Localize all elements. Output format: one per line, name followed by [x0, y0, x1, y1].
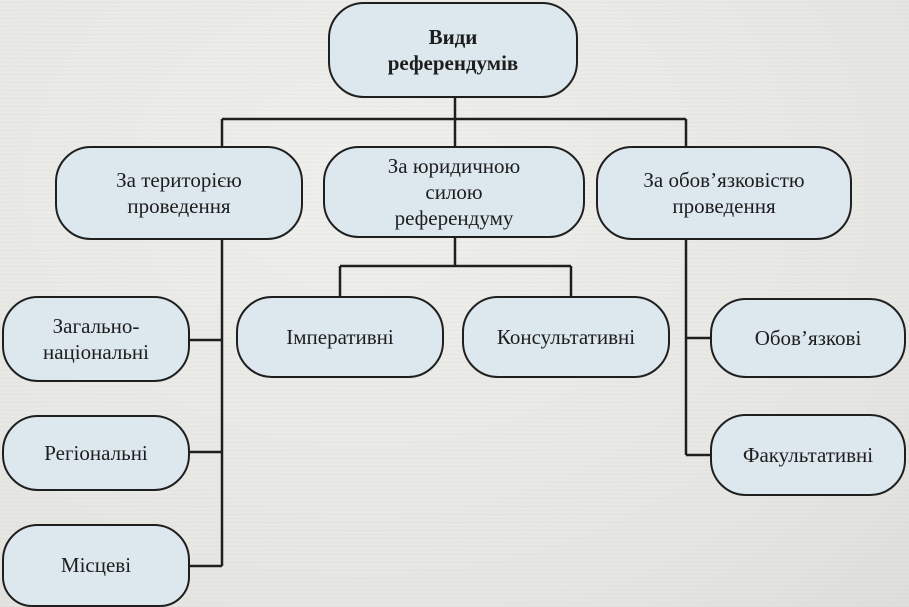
item-optional-label: Факультативні [742, 442, 874, 467]
item-nationwide-label: Загально- національні [42, 313, 149, 364]
category-legal-force-label: За юридичною силою референдуму [387, 153, 521, 231]
item-local-label: Місцеві [60, 553, 132, 578]
root-label: Види референдумів [387, 24, 519, 75]
root-node: Види референдумів [328, 2, 578, 98]
item-consultative-label: Консультативні [496, 324, 636, 349]
item-regional-label: Регіональні [44, 440, 148, 465]
category-legal-force: За юридичною силою референдуму [323, 146, 585, 238]
item-optional: Факультативні [710, 414, 906, 496]
item-mandatory-label: Обов’язкові [754, 325, 862, 350]
item-consultative: Консультативні [462, 296, 670, 378]
item-imperative-label: Імперативні [286, 324, 394, 349]
item-local: Місцеві [2, 524, 190, 607]
item-nationwide: Загально- національні [2, 296, 190, 382]
category-territory-label: За територією проведення [116, 167, 242, 218]
item-regional: Регіональні [2, 415, 190, 491]
category-obligation-label: За обов’язковістю проведення [643, 167, 805, 218]
item-mandatory: Обов’язкові [710, 298, 906, 378]
item-imperative: Імперативні [236, 296, 444, 378]
category-territory: За територією проведення [55, 146, 303, 240]
category-obligation: За обов’язковістю проведення [596, 146, 852, 240]
